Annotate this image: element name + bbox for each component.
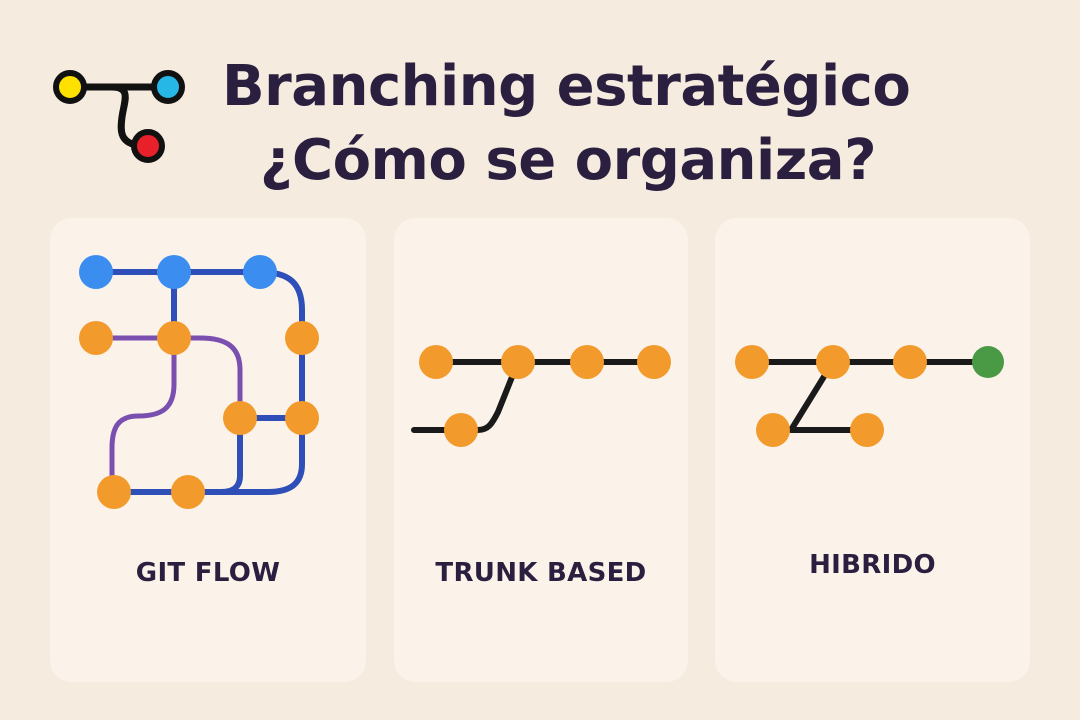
commit-node	[157, 255, 191, 289]
trunk-based-diagram	[411, 345, 671, 447]
git-flow-feature-line-2	[109, 335, 177, 495]
card-label-trunk-based: TRUNK BASED	[435, 558, 647, 588]
commit-node	[285, 401, 319, 435]
commit-node	[816, 345, 850, 379]
git-flow-main-line	[93, 269, 305, 495]
commit-node	[79, 321, 113, 355]
git-flow-hotfix-line	[219, 415, 243, 495]
card-git-flow: GIT FLOW	[50, 218, 366, 682]
git-flow-feature-line	[93, 335, 243, 421]
commit-node	[756, 413, 790, 447]
commit-node	[97, 475, 131, 509]
commit-node	[79, 255, 113, 289]
card-hibrido: HIBRIDO	[715, 218, 1030, 682]
header: Branching estratégico ¿Cómo se organiza?	[0, 0, 1080, 210]
commit-node	[157, 321, 191, 355]
trunk-branch-line	[411, 359, 521, 433]
card-label-hibrido: HIBRIDO	[809, 550, 936, 580]
commit-node	[444, 413, 478, 447]
commit-node	[243, 255, 277, 289]
page-title-line-2: ¿Cómo se organiza?	[260, 128, 877, 193]
commit-node	[223, 401, 257, 435]
commit-node	[501, 345, 535, 379]
git-branch-icon	[53, 70, 185, 163]
commit-node	[637, 345, 671, 379]
commit-node	[570, 345, 604, 379]
commit-node	[893, 345, 927, 379]
page-title-line-1: Branching estratégico	[222, 54, 911, 119]
commit-node-release	[972, 346, 1004, 378]
git-flow-diagram	[79, 255, 319, 509]
commit-node	[171, 475, 205, 509]
hibrido-diagram	[735, 345, 1004, 447]
card-trunk-based: TRUNK BASED	[394, 218, 688, 682]
commit-node	[850, 413, 884, 447]
commit-node	[285, 321, 319, 355]
page-title: Branching estratégico ¿Cómo se organiza?	[222, 50, 1042, 198]
commit-node	[419, 345, 453, 379]
hibrido-branch-line	[788, 359, 870, 433]
commit-node	[735, 345, 769, 379]
card-label-git-flow: GIT FLOW	[135, 558, 281, 588]
